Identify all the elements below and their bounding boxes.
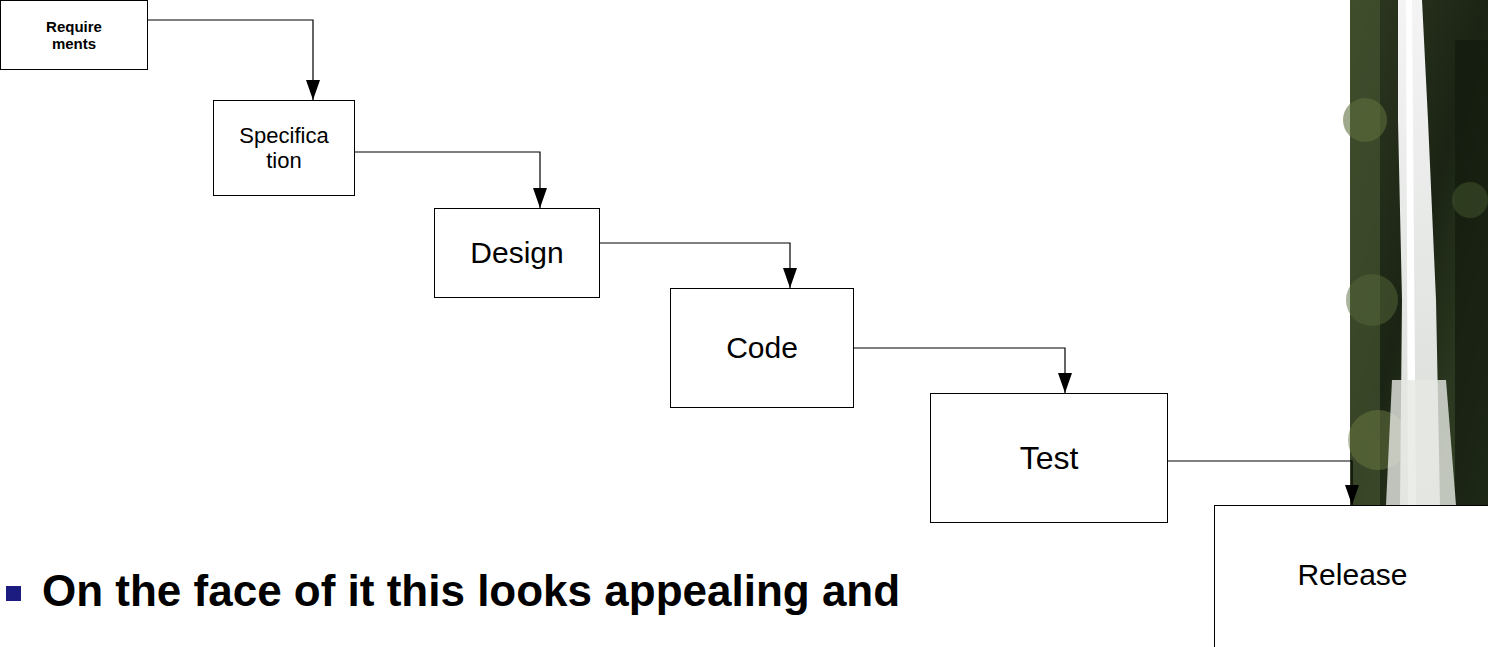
process-box: Require ments [0, 0, 148, 70]
box-label: Design [470, 236, 563, 271]
box-label: Release [1297, 558, 1407, 593]
box-label: Specifica tion [228, 123, 340, 174]
bullet-square [6, 586, 21, 601]
process-box: Release [1214, 505, 1488, 647]
bullet-text: On the face of it this looks appealing a… [42, 566, 900, 616]
flow-connector [355, 152, 547, 208]
flow-connector [600, 243, 797, 288]
process-box: Code [670, 288, 854, 408]
process-box: Test [930, 393, 1168, 523]
flow-connector [148, 20, 320, 100]
flow-connector [1168, 461, 1359, 505]
process-box: Design [434, 208, 600, 298]
box-label: Require ments [34, 18, 114, 53]
process-box: Specifica tion [213, 100, 355, 196]
box-label: Test [1020, 440, 1079, 477]
flow-connector [854, 348, 1072, 393]
box-label: Code [726, 331, 798, 366]
